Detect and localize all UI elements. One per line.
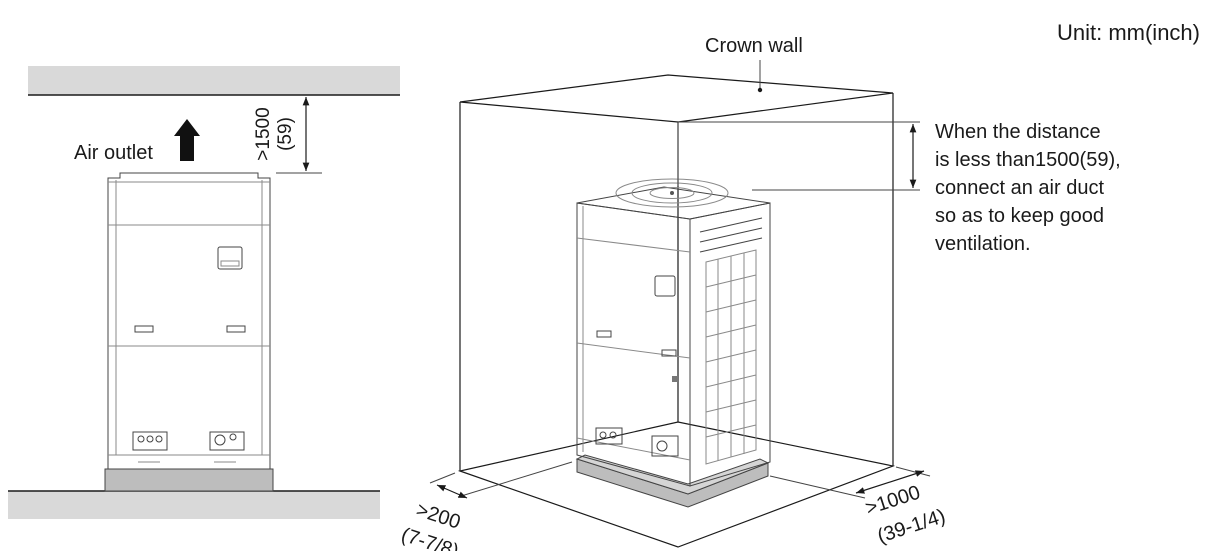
note-line-1: When the distance [935, 121, 1101, 143]
ventilation-note: When the distance is less than1500(59), … [935, 121, 1121, 255]
left-wall [459, 102, 679, 471]
note-line-5: ventilation. [935, 233, 1031, 255]
front-elevation-view: Air outlet >1500 (59) [8, 66, 400, 519]
side-clearance-dimension-line [855, 470, 925, 494]
note-line-2: is less than1500(59), [935, 149, 1121, 171]
crown-wall [459, 74, 894, 123]
unit-base [104, 468, 274, 492]
note-line-3: connect an air duct [935, 177, 1104, 199]
outdoor-unit-front [107, 172, 271, 470]
unit-label: Unit: mm(inch) [1057, 20, 1200, 45]
air-outlet-arrow [174, 119, 200, 161]
floor-slab [8, 491, 380, 519]
front-clearance-dimension-line [436, 484, 468, 499]
fan-guard [615, 178, 729, 208]
top-clearance-value: >1500 [253, 107, 274, 160]
ceiling-slab [28, 66, 400, 95]
air-outlet-label: Air outlet [74, 142, 153, 164]
outdoor-unit-iso [576, 178, 771, 487]
crown-wall-label: Crown wall [705, 35, 803, 57]
top-clearance-inch: (59) [275, 117, 296, 151]
note-line-4: so as to keep good [935, 205, 1104, 227]
corner-installation-view: Crown wall [398, 35, 1120, 551]
